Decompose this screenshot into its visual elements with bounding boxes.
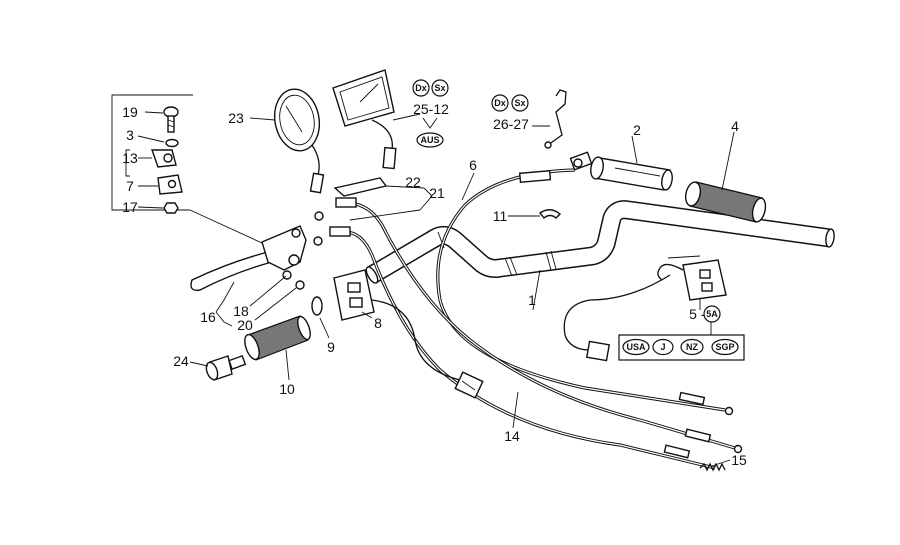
- label-11: 11: [493, 208, 508, 224]
- label-17: 17: [122, 199, 138, 215]
- clip-11: [538, 209, 562, 219]
- connector-14: [454, 371, 484, 399]
- throttle-grip-2: [590, 156, 673, 191]
- mirror-round-23: [273, 88, 325, 194]
- label-6: 6: [469, 157, 477, 173]
- label-4: 4: [731, 118, 739, 134]
- label-1: 1: [528, 292, 536, 308]
- small-parts-bracket: [111, 94, 263, 244]
- clutch-lever-16: [190, 225, 307, 291]
- label-5-dash: -: [701, 306, 706, 322]
- label-3: 3: [126, 127, 134, 143]
- label-9: 9: [327, 339, 335, 355]
- label-5: 5: [689, 306, 697, 322]
- country-badges-box: USA J NZ SGP: [618, 322, 745, 361]
- clamp-13: [151, 149, 177, 168]
- label-20: 20: [237, 317, 253, 333]
- washer-3: [165, 138, 179, 148]
- label-14: 14: [504, 428, 520, 444]
- switch-right-5: [657, 259, 727, 301]
- bolt-19: [163, 106, 179, 133]
- label-18: 18: [233, 303, 249, 319]
- badge-j: J: [660, 342, 665, 352]
- label-15: 15: [731, 452, 747, 468]
- badge-nz: NZ: [686, 342, 698, 352]
- mirror-rect-25-12: [332, 69, 397, 170]
- nut-17: [163, 202, 179, 214]
- badges-dx-sx-upper: Dx Sx AUS: [412, 79, 449, 148]
- badge-sx: Sx: [434, 83, 445, 93]
- label-2: 2: [633, 122, 641, 138]
- label-26-27: 26-27: [493, 116, 529, 132]
- bracket-7: [157, 174, 183, 195]
- label-7: 7: [126, 178, 134, 194]
- label-19: 19: [122, 104, 138, 120]
- badge-aus: AUS: [420, 135, 439, 145]
- part-numbers: 19 3 13 7 17 23 25-12 26-27 2 4 6 22 21 …: [122, 101, 747, 468]
- label-10: 10: [279, 381, 295, 397]
- grip-4: [684, 181, 767, 223]
- badge-sx-2: Sx: [514, 98, 525, 108]
- label-22: 22: [405, 174, 421, 190]
- connector-5: [585, 340, 611, 362]
- switch-left-8: [333, 269, 375, 321]
- handlebar-1: [365, 200, 835, 284]
- label-8: 8: [374, 315, 382, 331]
- leader-lines: [125, 111, 735, 467]
- badge-5a: 5A: [703, 305, 721, 323]
- bar-end-24: [205, 354, 247, 381]
- label-24: 24: [173, 353, 189, 369]
- wire-26-27: [544, 89, 567, 149]
- label-23: 23: [228, 110, 244, 126]
- badge-sgp: SGP: [715, 342, 734, 352]
- badge-usa: USA: [626, 342, 646, 352]
- spring-15: [699, 462, 726, 472]
- grip-10: [244, 315, 311, 361]
- washer-9: [311, 296, 323, 316]
- label-16: 16: [200, 309, 216, 325]
- cable-fittings: [313, 151, 743, 459]
- switch-plate-22: [333, 177, 388, 197]
- badges-dx-sx-wire: Dx Sx: [491, 94, 529, 112]
- label-13: 13: [122, 150, 138, 166]
- label-25-12: 25-12: [413, 101, 449, 117]
- badge-5a-text: 5A: [706, 309, 718, 319]
- label-21: 21: [429, 185, 445, 201]
- badge-dx-2: Dx: [494, 98, 506, 108]
- badge-dx: Dx: [415, 83, 427, 93]
